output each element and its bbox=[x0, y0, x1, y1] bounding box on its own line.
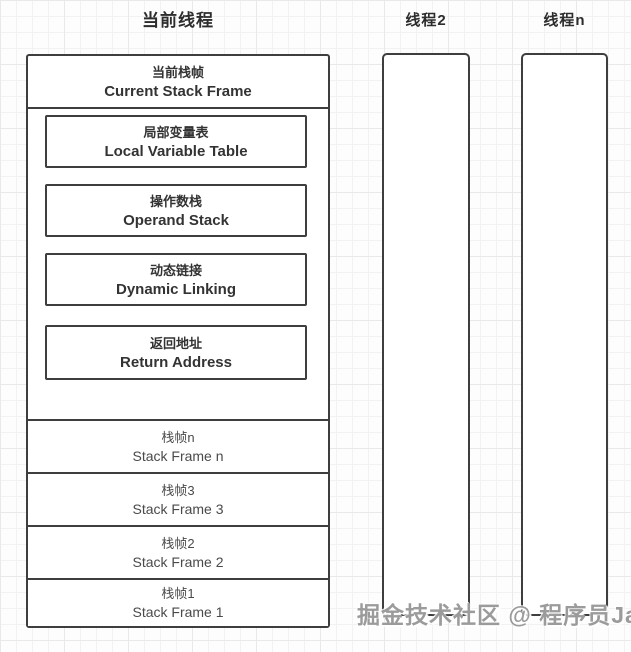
dynamic-linking-label-en: Dynamic Linking bbox=[115, 280, 237, 298]
stack-frame-n-label-zh: 栈帧n bbox=[161, 429, 195, 445]
local-variable-table-label-zh: 局部变量表 bbox=[143, 124, 209, 140]
stack-frame-1-label-en: Stack Frame 1 bbox=[132, 604, 224, 620]
dynamic-linking-label-zh: 动态链接 bbox=[149, 262, 202, 278]
stack-frame-1-label-zh: 栈帧1 bbox=[161, 586, 195, 601]
thread2-title: 线程2 bbox=[405, 12, 447, 29]
current-thread-title: 当前线程 bbox=[142, 11, 214, 30]
watermark: 掘金技术社区 @ 程序员Jacks bbox=[357, 602, 631, 628]
return-address-label-en: Return Address bbox=[120, 353, 232, 371]
stack-frame-3-label-en: Stack Frame 3 bbox=[132, 500, 224, 517]
stack-frame-3-row: 栈帧3 Stack Frame 3 bbox=[28, 472, 328, 525]
stack-frame-2-label-zh: 栈帧2 bbox=[161, 535, 195, 551]
stack-frame-3-label-zh: 栈帧3 bbox=[161, 482, 195, 498]
operand-stack-label-zh: 操作数栈 bbox=[149, 193, 202, 209]
local-variable-table-box: 局部变量表 Local Variable Table bbox=[45, 115, 307, 168]
current-stack-frame-box: 当前栈帧 Current Stack Frame bbox=[28, 56, 328, 109]
threadn-stack-box bbox=[521, 53, 608, 616]
stack-frame-n-row: 栈帧n Stack Frame n bbox=[28, 419, 328, 472]
local-variable-table-label-en: Local Variable Table bbox=[104, 142, 248, 160]
stack-frame-2-label-en: Stack Frame 2 bbox=[132, 553, 224, 570]
thread2-stack-box bbox=[382, 53, 470, 616]
current-stack-frame-label-zh: 当前栈帧 bbox=[151, 64, 204, 80]
return-address-label-zh: 返回地址 bbox=[149, 335, 202, 351]
operand-stack-label-en: Operand Stack bbox=[123, 211, 229, 229]
current-thread-stack-container: 当前栈帧 Current Stack Frame 局部变量表 Local Var… bbox=[26, 54, 330, 628]
dynamic-linking-box: 动态链接 Dynamic Linking bbox=[45, 253, 307, 306]
stack-frame-n-label-en: Stack Frame n bbox=[132, 447, 224, 464]
operand-stack-box: 操作数栈 Operand Stack bbox=[45, 184, 307, 237]
threadn-title: 线程n bbox=[543, 12, 586, 29]
stack-frame-1-row: 栈帧1 Stack Frame 1 bbox=[28, 578, 328, 626]
return-address-box: 返回地址 Return Address bbox=[45, 325, 307, 380]
stack-frame-2-row: 栈帧2 Stack Frame 2 bbox=[28, 525, 328, 578]
current-stack-frame-label-en: Current Stack Frame bbox=[104, 82, 252, 100]
